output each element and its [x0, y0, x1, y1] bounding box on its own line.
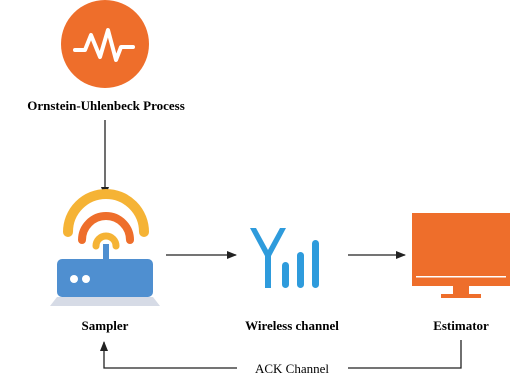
ack-channel-label: ACK Channel [255, 361, 329, 376]
router-icon [50, 189, 160, 306]
heartbeat-icon [61, 0, 149, 88]
sampler-label: Sampler [82, 318, 129, 333]
sampler-node: Sampler [50, 189, 160, 333]
estimator-node: Estimator [412, 213, 510, 333]
channel-label: Wireless channel [245, 318, 339, 333]
ack-channel-edge: ACK Channel [100, 340, 462, 376]
monitor-icon [412, 213, 510, 298]
estimator-label: Estimator [433, 318, 489, 333]
process-node: Ornstein-Uhlenbeck Process [27, 0, 185, 113]
process-label: Ornstein-Uhlenbeck Process [27, 98, 185, 113]
antenna-signal-icon [250, 228, 319, 288]
channel-node: Wireless channel [245, 228, 339, 333]
